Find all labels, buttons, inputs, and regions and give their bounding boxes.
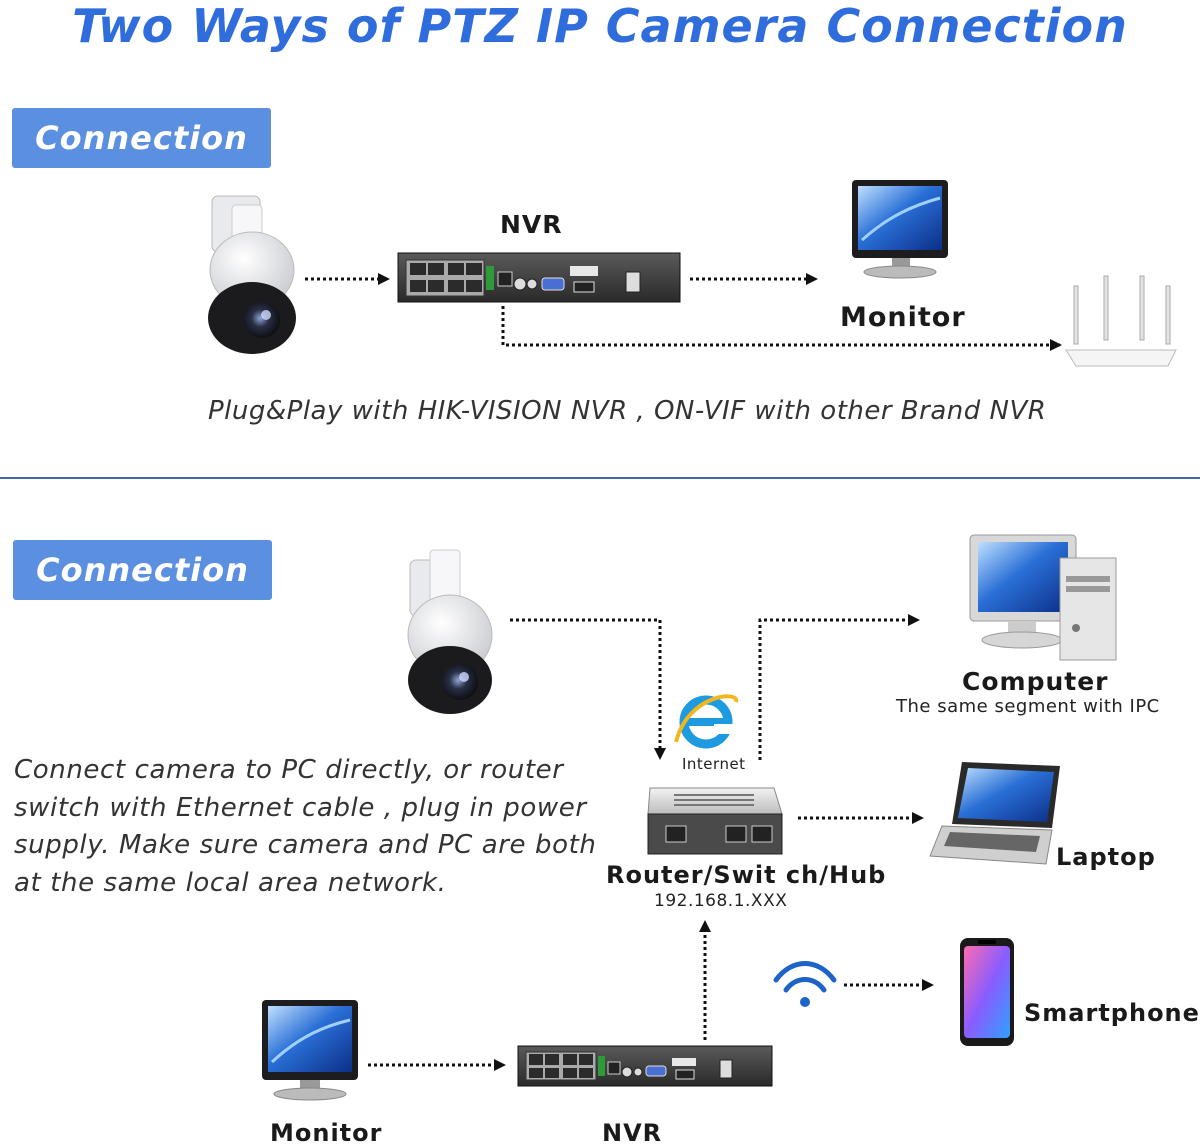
connection-1-badge: Connection 1. <box>12 108 271 217</box>
ptz-camera-icon <box>208 195 296 354</box>
page-title: Two Ways of PTZ IP Camera Connection <box>72 0 1128 53</box>
nvr-icon <box>397 252 681 303</box>
description-line: switch with Ethernet cable , plug in pow… <box>14 792 587 823</box>
computer-label: Computer <box>962 667 1109 696</box>
smartphone-label: Smartphone <box>1024 999 1200 1027</box>
router-label: Router/Swit ch/Hub <box>606 861 887 889</box>
camera-to-switch-arrow <box>510 618 666 760</box>
laptop-label: Laptop <box>1056 843 1156 871</box>
monitor-icon <box>852 180 948 279</box>
wifi-router-icon <box>1065 275 1177 367</box>
description-line: supply. Make sure camera and PC are both <box>14 830 597 860</box>
internet-explorer-icon <box>674 694 739 749</box>
connection-2-diagram <box>262 534 1117 1101</box>
connection-2-badge: Connection 2. <box>13 540 272 649</box>
nvr-to-router-arrow <box>501 306 1062 351</box>
laptop-icon <box>929 762 1060 865</box>
connection-1-diagram <box>208 180 1177 367</box>
description-line: Connect camera to PC directly, or router <box>14 755 564 785</box>
wifi-icon <box>773 961 837 1007</box>
monitor-label: Monitor <box>270 1119 383 1147</box>
desktop-computer-icon <box>969 534 1117 661</box>
internet-label: Internet <box>682 755 746 773</box>
monitor-icon <box>262 1000 358 1101</box>
connection-1-caption: Plug&Play with HIK-VISION NVR , ON-VIF w… <box>208 396 1047 426</box>
monitor-label: Monitor <box>840 302 966 333</box>
nvr-label: NVR <box>602 1119 663 1147</box>
network-switch-icon <box>647 787 783 855</box>
connection-2-description: Connect camera to PC directly, or router… <box>14 752 597 902</box>
router-ip-label: 192.168.1.XXX <box>654 891 788 911</box>
description-line: at the same local area network. <box>14 867 447 898</box>
nvr-icon <box>517 1045 773 1087</box>
smartphone-icon <box>960 938 1014 1046</box>
nvr-label: NVR <box>500 210 563 239</box>
section-divider <box>0 477 1200 479</box>
ptz-camera-icon <box>407 549 493 714</box>
computer-sub-label: The same segment with IPC <box>896 696 1160 717</box>
switch-to-computer-arrow <box>758 614 920 760</box>
